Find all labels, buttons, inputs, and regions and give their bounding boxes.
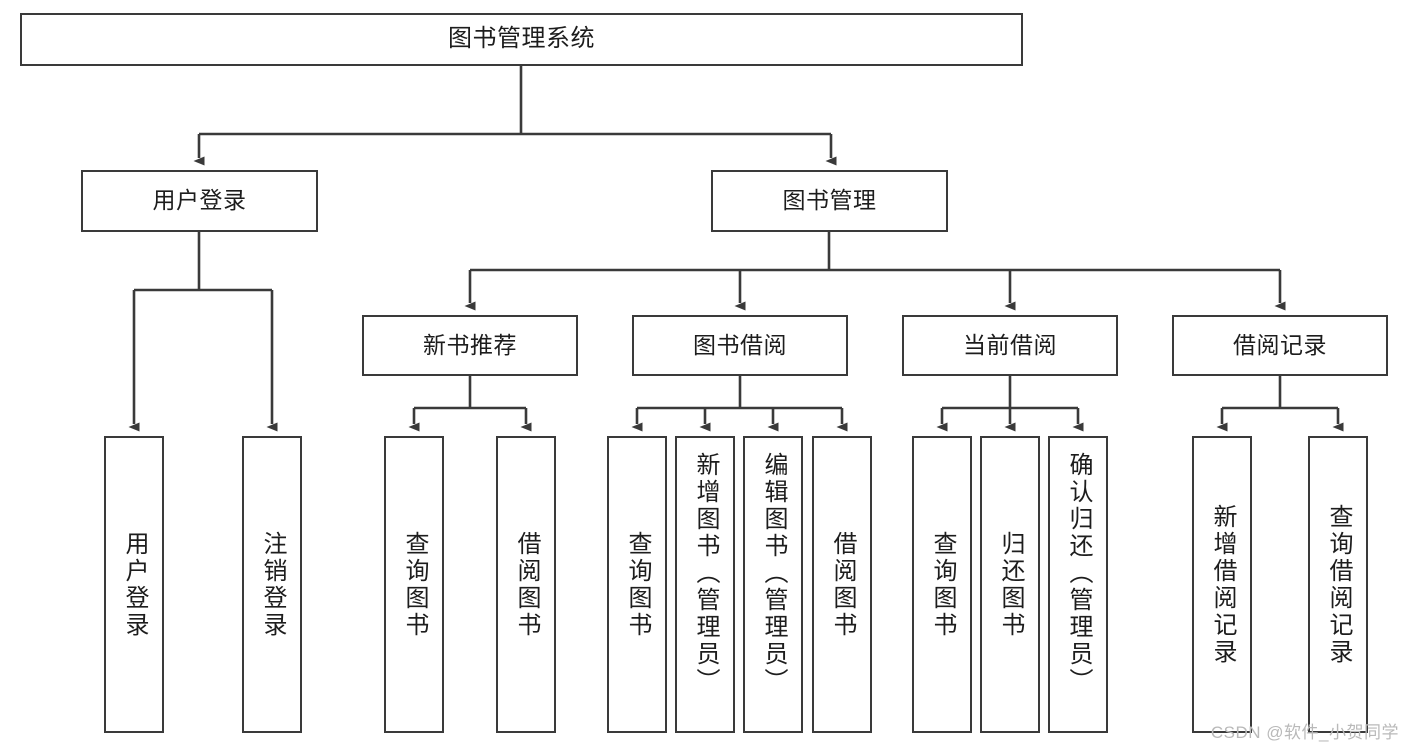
leaf-book-borrow-add-book-admin[interactable]: 新增图书（管理员） xyxy=(675,436,735,733)
node-user-login[interactable]: 用户登录 xyxy=(81,170,318,232)
leaf-current-borrow-query-book[interactable]: 查询图书 xyxy=(912,436,972,733)
csdn-watermark: CSDN @软件_小贺同学 xyxy=(1210,723,1399,742)
node-label: 查询图书 xyxy=(401,530,428,639)
leaf-book-borrow-edit-book-admin[interactable]: 编辑图书（管理员） xyxy=(743,436,803,733)
node-label: 借阅记录 xyxy=(1233,331,1327,358)
leaf-book-borrow-query-book[interactable]: 查询图书 xyxy=(607,436,667,733)
node-book-management[interactable]: 图书管理 xyxy=(711,170,948,232)
leaf-user-login-login[interactable]: 用户登录 xyxy=(104,436,164,733)
node-label: 编辑图书（管理员） xyxy=(760,452,787,695)
leaf-book-borrow-borrow-book[interactable]: 借阅图书 xyxy=(812,436,872,733)
node-label: 查询借阅记录 xyxy=(1325,503,1352,666)
node-label: 图书管理系统 xyxy=(448,25,595,53)
node-borrow-record[interactable]: 借阅记录 xyxy=(1172,315,1388,376)
node-label: 注销登录 xyxy=(259,530,286,639)
node-label: 新增图书（管理员） xyxy=(692,452,719,695)
node-label: 查询图书 xyxy=(929,530,956,639)
node-label: 借阅图书 xyxy=(513,530,540,639)
leaf-current-borrow-confirm-return-admin[interactable]: 确认归还（管理员） xyxy=(1048,436,1108,733)
leaf-borrow-record-query-record[interactable]: 查询借阅记录 xyxy=(1308,436,1368,733)
node-book-borrow[interactable]: 图书借阅 xyxy=(632,315,848,376)
node-new-book-recommend[interactable]: 新书推荐 xyxy=(362,315,578,376)
leaf-new-book-query-book[interactable]: 查询图书 xyxy=(384,436,444,733)
node-label: 新增借阅记录 xyxy=(1209,503,1236,666)
node-label: 归还图书 xyxy=(997,530,1024,639)
node-label: 图书管理 xyxy=(782,187,877,214)
node-label: 图书借阅 xyxy=(693,331,787,358)
node-label: 用户登录 xyxy=(121,530,148,639)
node-label: 用户登录 xyxy=(152,187,247,214)
leaf-current-borrow-return-book[interactable]: 归还图书 xyxy=(980,436,1040,733)
node-label: 借阅图书 xyxy=(829,530,856,639)
node-root-book-management-system[interactable]: 图书管理系统 xyxy=(20,13,1023,66)
node-label: 确认归还（管理员） xyxy=(1065,452,1092,695)
leaf-new-book-borrow-book[interactable]: 借阅图书 xyxy=(496,436,556,733)
node-current-borrow[interactable]: 当前借阅 xyxy=(902,315,1118,376)
leaf-user-login-logout[interactable]: 注销登录 xyxy=(242,436,302,733)
leaf-borrow-record-add-record[interactable]: 新增借阅记录 xyxy=(1192,436,1252,733)
node-label: 当前借阅 xyxy=(963,331,1057,358)
node-label: 新书推荐 xyxy=(423,331,517,358)
node-label: 查询图书 xyxy=(624,530,651,639)
